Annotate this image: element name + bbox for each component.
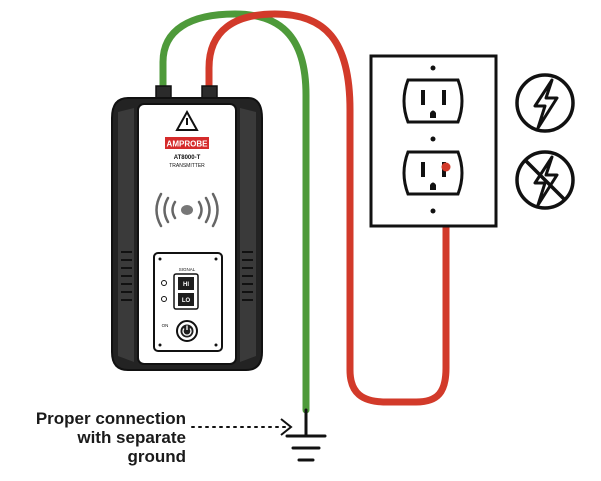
lo-button[interactable] [178,293,194,306]
no-voltage-icon [515,150,575,210]
hi-button-label: HI [183,282,189,288]
signal-label: SIGNAL [179,267,196,272]
model-number: AT8000-T [174,155,201,161]
ground-symbol-icon [285,408,327,462]
lo-button-label: LO [182,298,191,304]
left-grip [118,108,134,362]
red-test-lead [205,10,450,406]
warning-triangle-icon [175,109,199,131]
caption-pointer-arrow [191,418,293,436]
caption-line-1: Proper connection [35,409,186,428]
hi-indicator-led [161,280,167,286]
caption-line-2: with separate [77,428,186,447]
lo-indicator-led [161,296,167,302]
hi-button[interactable] [178,277,194,290]
live-voltage-icon [515,73,575,133]
signal-waves-icon [155,192,219,228]
caption-line-3: ground [127,447,186,466]
brand-name: AMPROBE [167,140,209,149]
red-lead-plug-end [441,162,451,172]
upper-receptacle [402,78,464,124]
power-button-icon[interactable] [176,320,198,342]
connection-caption: Proper connection with separate ground [0,409,186,466]
green-test-lead [159,10,310,414]
power-label: ON [162,323,169,328]
wall-outlet [369,54,498,228]
lower-receptacle [402,150,464,196]
right-grip [240,108,256,362]
left-grip-ridges [121,251,132,301]
brand-plate [165,137,209,149]
model-subtitle: TRANSMITTER [169,163,205,169]
transmitter-device: AMPROBE AT8000-T TRANSMITTER SIGNAL HI L… [111,85,263,371]
right-grip-ridges [242,251,253,301]
